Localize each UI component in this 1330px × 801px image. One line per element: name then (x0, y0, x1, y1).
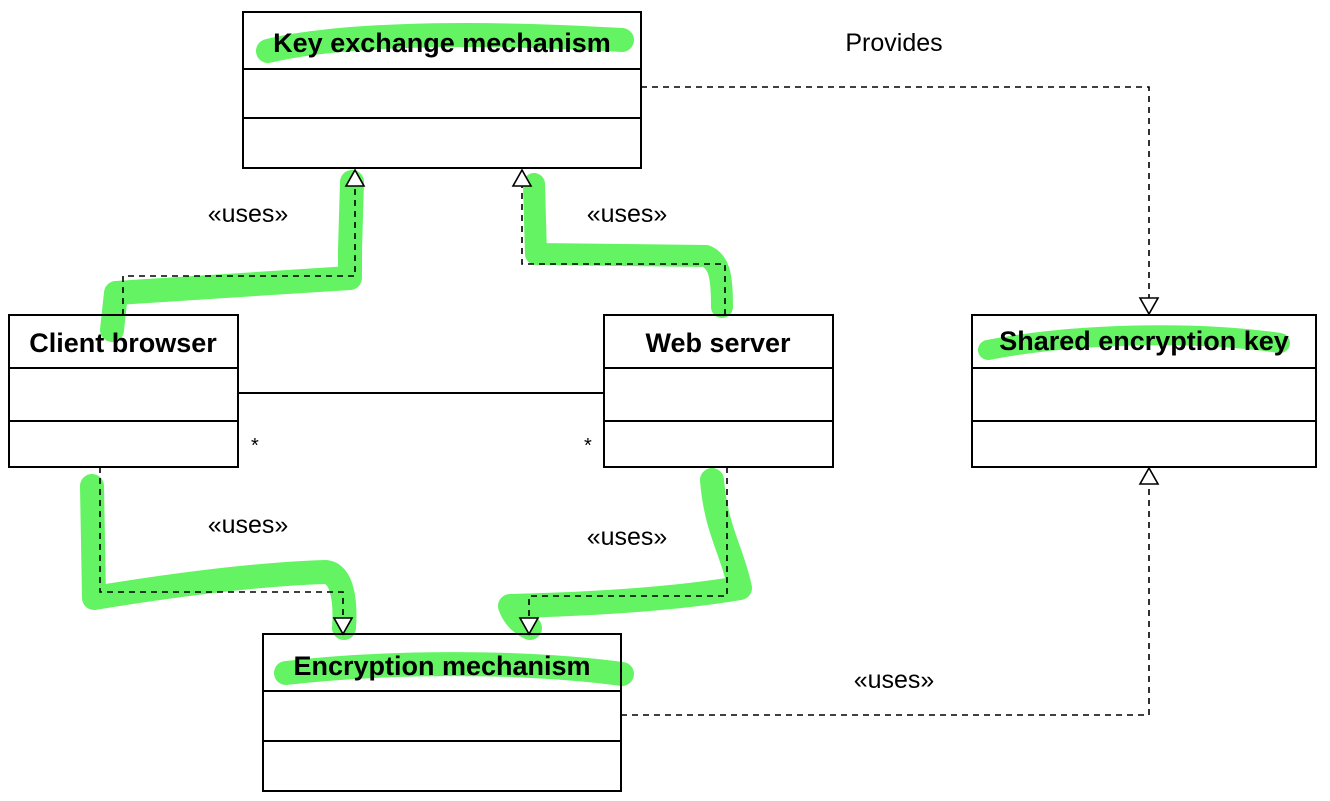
class-box (603, 314, 834, 468)
dependency-kex-provides-key: Provides (641, 29, 1160, 316)
label-client-uses-enc: «uses» (208, 511, 289, 539)
arrowhead-hollow-triangle (332, 617, 354, 636)
dependency-server-uses-enc: «uses» (518, 467, 728, 636)
class-key-exchange-mechanism: Key exchange mechanism (242, 11, 642, 169)
class-box (242, 11, 642, 169)
highlight-server-to-kex (523, 173, 733, 318)
dependency-client-uses-kex: «uses» (122, 168, 366, 315)
dependency-client-uses-enc: «uses» (99, 467, 354, 636)
highlight-key-exchange-title (256, 23, 634, 63)
arrowhead-hollow-triangle (518, 617, 540, 636)
dependency-line (621, 484, 1150, 716)
arrowhead-hollow-triangle (344, 168, 366, 187)
arrowhead-hollow-triangle (1138, 466, 1160, 485)
label-client-uses-kex: «uses» (208, 200, 289, 228)
label-enc-uses-key: «uses» (854, 666, 935, 694)
class-box (262, 633, 622, 792)
dependency-server-uses-kex: «uses» (511, 168, 726, 315)
highlight-shared-key-title (978, 325, 1290, 360)
highlight-server-to-enc (498, 468, 752, 640)
class-title-client-browser: Client browser (29, 328, 217, 358)
dependency-line (641, 86, 1150, 298)
multiplicity-client: * (251, 435, 259, 457)
class-title-encryption: Encryption mechanism (293, 651, 590, 681)
class-title-web-server: Web server (645, 328, 791, 358)
dependency-enc-uses-key: «uses» (621, 466, 1160, 716)
class-encryption-mechanism: Encryption mechanism (262, 633, 622, 792)
highlight-encryption-title (274, 652, 634, 686)
class-box (971, 314, 1317, 468)
class-title-shared-key: Shared encryption key (999, 326, 1289, 356)
class-title-key-exchange: Key exchange mechanism (273, 28, 611, 58)
arrowhead-hollow-triangle (1138, 297, 1160, 316)
association-client-server: * * (238, 392, 604, 457)
highlight-client-to-enc (80, 474, 357, 640)
label-server-uses-kex: «uses» (587, 200, 668, 228)
dependency-line (99, 467, 344, 618)
highlight-client-to-kex (100, 170, 364, 342)
dependency-line (122, 186, 356, 315)
arrowhead-hollow-triangle (511, 168, 533, 187)
label-provides: Provides (845, 29, 942, 57)
class-client-browser: Client browser (8, 314, 239, 468)
class-shared-encryption-key: Shared encryption key (971, 314, 1317, 468)
highlighter-marks (80, 23, 1290, 686)
multiplicity-server: * (584, 435, 592, 457)
dependency-line (521, 186, 726, 315)
class-web-server: Web server (603, 314, 834, 468)
label-server-uses-enc: «uses» (587, 523, 668, 551)
